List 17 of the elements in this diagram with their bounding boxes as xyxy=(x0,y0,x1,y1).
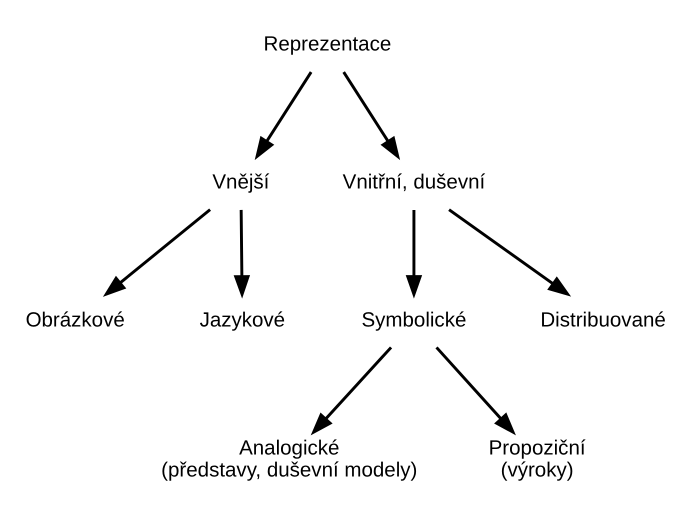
node-text: Obrázkové xyxy=(26,308,125,332)
arrow xyxy=(435,346,516,436)
arrow xyxy=(102,208,212,297)
arrow xyxy=(406,210,422,299)
node-text: Analogické (představy, duševní modely) xyxy=(161,436,418,482)
node-text: Distribuované xyxy=(540,308,666,332)
arrow xyxy=(448,208,572,297)
arrow xyxy=(310,346,392,436)
node-text: Vnitřní, duševní xyxy=(342,170,486,194)
node-text: Reprezentace xyxy=(264,32,392,56)
arrow xyxy=(254,71,312,160)
arrow xyxy=(234,210,250,299)
node-text: Vnější xyxy=(212,170,270,194)
node-text: Propoziční (výroky) xyxy=(488,436,586,482)
node-text: Jazykové xyxy=(200,308,286,332)
arrow xyxy=(342,71,400,160)
node-text: Symbolické xyxy=(361,308,466,332)
